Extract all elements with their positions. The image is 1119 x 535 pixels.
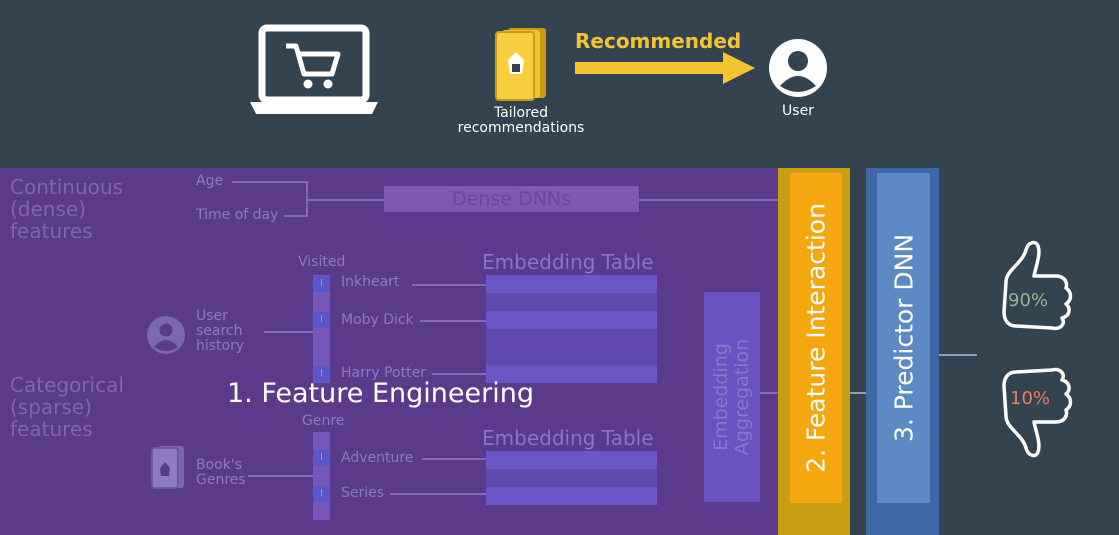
- connector-line: [760, 392, 778, 394]
- embedding-row: [486, 275, 657, 293]
- connector-line: [850, 392, 866, 394]
- feature-interaction-label: 2. Feature Interaction: [801, 203, 831, 473]
- time-of-day-label: Time of day: [196, 207, 279, 223]
- connector-line: [390, 493, 486, 495]
- predictor-dnn-box: 3. Predictor DNN: [877, 173, 930, 503]
- continuous-features-label: Continuous (dense) features: [10, 175, 123, 243]
- genre-strip: [313, 432, 330, 520]
- books-genres-label: Book's Genres: [196, 457, 246, 488]
- connector-line: [232, 181, 306, 183]
- embedding-table-title-1: Embedding Table: [482, 250, 654, 274]
- adventure-label: Adventure: [341, 450, 414, 466]
- thumbs-up-icon: [1002, 240, 1073, 331]
- connector-line: [412, 284, 486, 286]
- connector-line: [639, 199, 778, 201]
- embedding-row: [486, 311, 657, 329]
- feature-engineering-label: 1. Feature Engineering: [227, 378, 534, 409]
- user-search-icon: [147, 316, 185, 354]
- age-label: Age: [196, 173, 224, 189]
- embedding-row: [486, 451, 657, 469]
- thumbs-up-percent: 90%: [1008, 290, 1049, 311]
- embedding-agg-label-1: Embedding: [710, 343, 732, 451]
- user-label: User: [782, 103, 814, 119]
- connector-line: [306, 199, 384, 201]
- genre-mark-series: I: [313, 486, 330, 502]
- visited-mark-inkheart: I: [313, 276, 330, 292]
- thumbs-down-percent: 10%: [1010, 388, 1051, 409]
- connector-line: [432, 373, 486, 375]
- embedding-aggregation-box: Embedding Aggregation: [704, 292, 760, 502]
- books-icon: [495, 28, 546, 101]
- connector-line: [420, 320, 486, 322]
- connector-line: [264, 331, 314, 333]
- genre-label: Genre: [302, 413, 345, 429]
- user-search-history-label: User search history: [196, 308, 245, 354]
- user-icon: [769, 39, 827, 97]
- visited-mark-moby-dick: I: [313, 312, 330, 328]
- tailored-label: Tailored recommendations: [457, 105, 585, 136]
- book-genre-icon: [151, 446, 184, 489]
- dense-dnns-box: Dense DNNs: [384, 186, 639, 212]
- recommended-label: Recommended: [575, 29, 742, 53]
- moby-dick-label: Moby Dick: [341, 312, 414, 328]
- visited-label: Visited: [298, 254, 346, 270]
- inkheart-label: Inkheart: [341, 274, 400, 290]
- laptop-cart-icon: [250, 24, 378, 114]
- feature-interaction-box: 2. Feature Interaction: [790, 173, 842, 503]
- connector-line: [284, 215, 306, 217]
- categorical-features-label: Categorical (sparse) features: [10, 373, 124, 441]
- connector-line: [248, 475, 314, 477]
- connector-line: [939, 354, 977, 356]
- embedding-table-title-2: Embedding Table: [482, 426, 654, 450]
- genre-mark-adventure: I: [313, 450, 330, 466]
- visited-strip: [313, 275, 330, 383]
- series-label: Series: [341, 485, 385, 501]
- embedding-row: [486, 487, 657, 505]
- embedding-row: [486, 293, 657, 311]
- embedding-row: [486, 329, 657, 365]
- visited-mark-harry-potter: I: [313, 366, 330, 382]
- embedding-row: [486, 365, 657, 383]
- arrow-right-icon: [575, 52, 755, 84]
- predictor-dnn-label: 3. Predictor DNN: [889, 233, 918, 443]
- harry-potter-label: Harry Potter: [341, 365, 426, 381]
- embedding-row: [486, 469, 657, 487]
- connector-line: [422, 458, 486, 460]
- thumbs-down-icon: [1002, 367, 1073, 458]
- embedding-agg-label-2: Aggregation: [731, 338, 753, 456]
